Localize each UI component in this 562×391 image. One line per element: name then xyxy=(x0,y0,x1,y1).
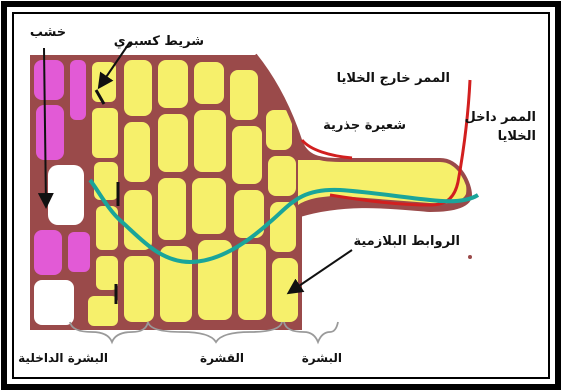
epidermis-label: البشرة xyxy=(302,351,342,365)
endodermis-label: البشرة الداخلية xyxy=(18,351,108,365)
xylem-label: خشب xyxy=(30,25,66,40)
cortex-label: القشرة xyxy=(200,351,244,365)
stray-dot xyxy=(468,255,472,259)
apoplast-label: الممر خارج الخلايا xyxy=(337,71,450,86)
symplast-label-line2: الخلايا xyxy=(498,129,536,144)
casparian-strip-label: شريط كسبري xyxy=(114,34,204,49)
symplast-label-line1: الممر داخل xyxy=(465,110,536,125)
plasmodesmata-label: الروابط البلازمية xyxy=(353,234,460,249)
root-hair-label: شعيرة جذرية xyxy=(323,118,406,133)
tissue-region xyxy=(25,50,485,340)
